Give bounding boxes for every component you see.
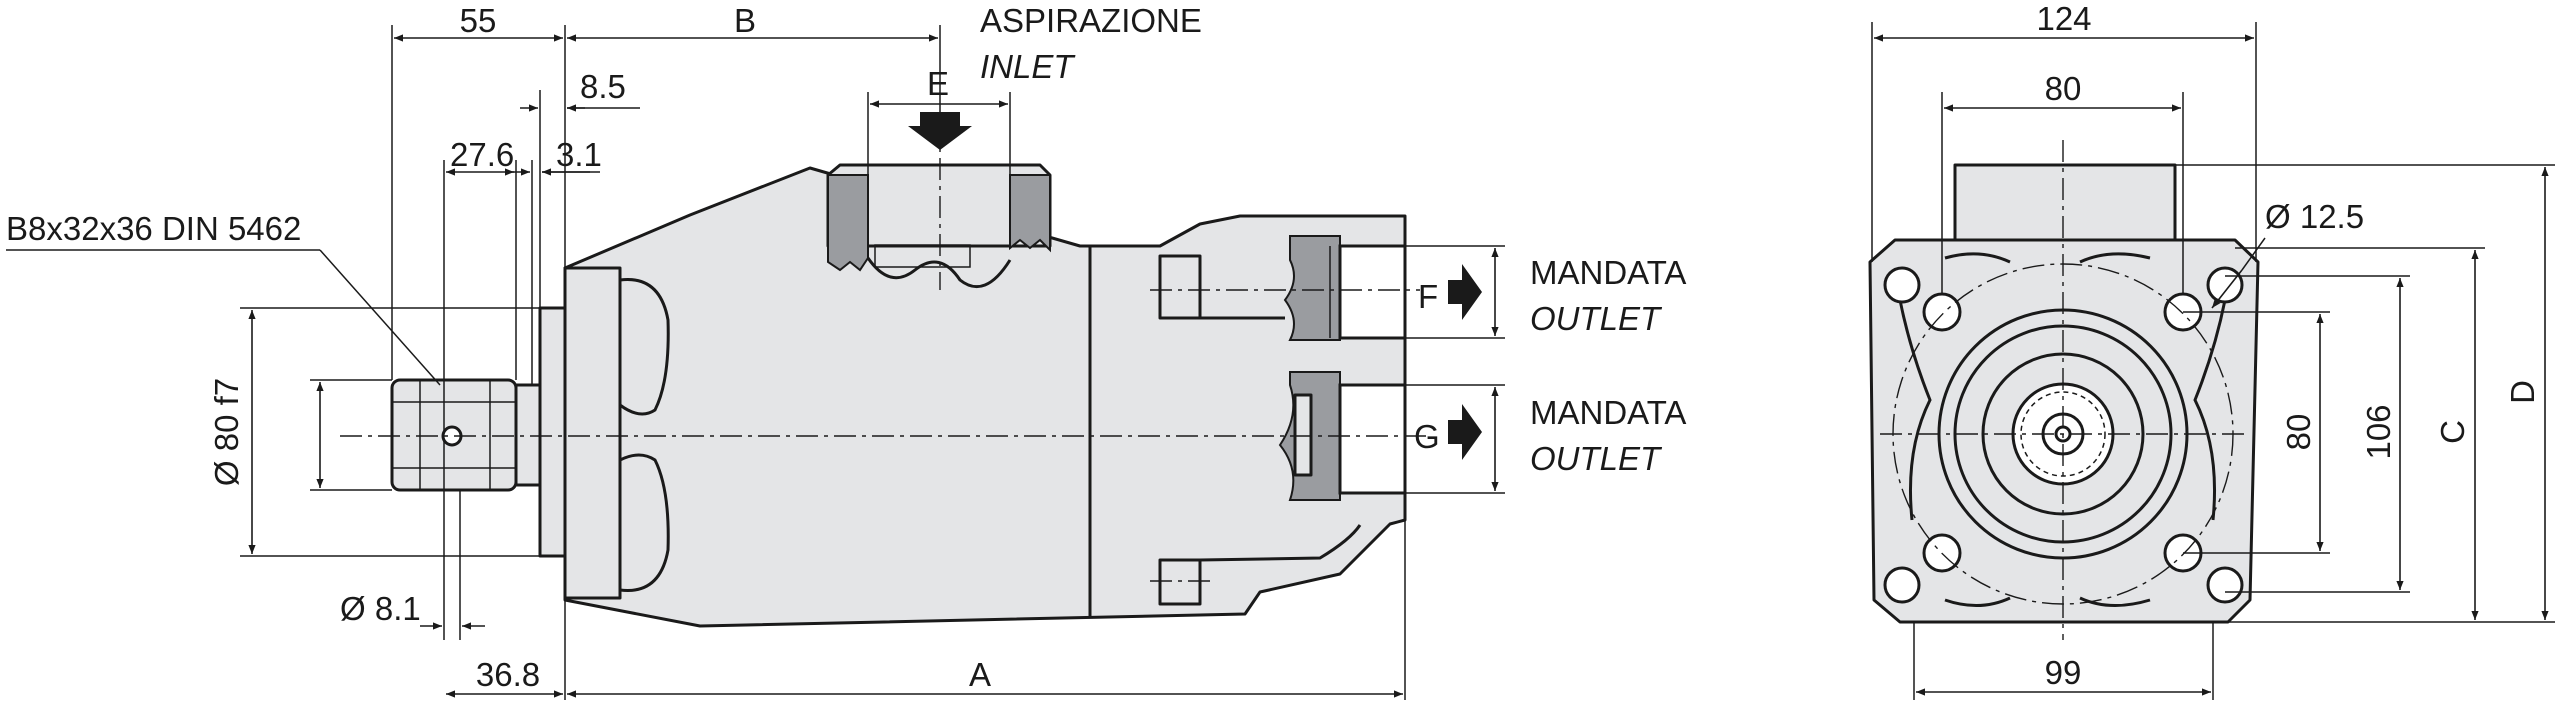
dim-corner-hole-dia: Ø 12.5 [2265,198,2364,235]
corner-hole-bl [1883,566,1921,604]
corner-hole-tr [2206,266,2244,304]
flange-contour-bottom [619,453,670,592]
dim-106: 106 [2360,404,2397,459]
dim-8-5: 8.5 [580,68,626,105]
front-flange-inner-bottom [1944,596,2011,608]
front-flange-inner-right [2193,299,2227,521]
outlet-g-letter: G [1414,418,1440,455]
flange-contour-top [619,278,670,416]
corner-hole-tl [1883,266,1921,304]
shaft-collar [514,383,542,487]
bolt-hole-tl [1922,292,1962,332]
outlet-port-f-section [1283,235,1341,341]
dim-80-top: 80 [2045,70,2082,107]
inlet-flow-arrow [908,112,972,150]
dim-99: 99 [2045,654,2082,691]
dim-80-side: 80 [2280,414,2317,451]
front-flange-inner-bottom-r [2079,596,2151,608]
side-boss-lower [1158,558,1202,606]
dim-3-1: 3.1 [556,136,602,173]
outlet-port-g-nipple [1293,393,1313,477]
side-boss-upper [1158,254,1202,320]
dim-27-6: 27.6 [450,136,514,173]
outlet-f-letter: F [1418,278,1438,315]
front-top-boss [1953,163,2177,242]
dim-a: A [969,656,991,693]
flange-pilot [538,306,567,558]
dim-d: D [2504,380,2541,404]
outlet-f-label-en: OUTLET [1530,300,1663,337]
lower-housing-detail [1199,524,1362,562]
dim-pilot-dia: Ø 80 f7 [208,378,245,486]
inlet-label-en: INLET [980,48,1076,85]
inlet-thread [874,244,971,268]
outlet-f-label-it: MANDATA [1530,254,1686,291]
inlet-port-section-right [1009,174,1051,253]
dim-55: 55 [460,2,497,39]
outlet-port-g-bore [1338,383,1407,495]
front-view: 124 80 Ø 12.5 80 106 C D 99 [1868,0,2555,700]
outlet-g-flow-arrow [1448,404,1482,460]
outlet-f-flow-arrow [1448,264,1482,320]
dim-124: 124 [2036,0,2091,37]
mounting-flange [563,266,622,600]
inlet-port-bottom [866,257,1012,289]
front-flange-inner-top [1944,252,2011,264]
side-view: 55 B 8.5 27.6 3.1 ASPIRAZIONE INLET E B8… [6,2,1686,700]
outlet-g-label-it: MANDATA [1530,394,1686,431]
dim-36-8: 36.8 [476,656,540,693]
outlet-port-f-bore [1338,244,1407,340]
outlet-g-label-en: OUTLET [1530,440,1663,477]
dim-b: B [734,2,756,39]
inlet-port-section [827,174,869,272]
shaft-spec-label: B8x32x36 DIN 5462 [6,210,301,247]
inlet-label-it: ASPIRAZIONE [980,2,1202,39]
front-flange-inner-left [1898,299,1932,521]
dim-hole-dia: Ø 8.1 [340,590,421,627]
front-flange-inner-top-r [2079,252,2151,264]
dim-e: E [927,65,949,102]
dim-c: C [2434,420,2471,444]
corner-hole-br [2206,566,2244,604]
